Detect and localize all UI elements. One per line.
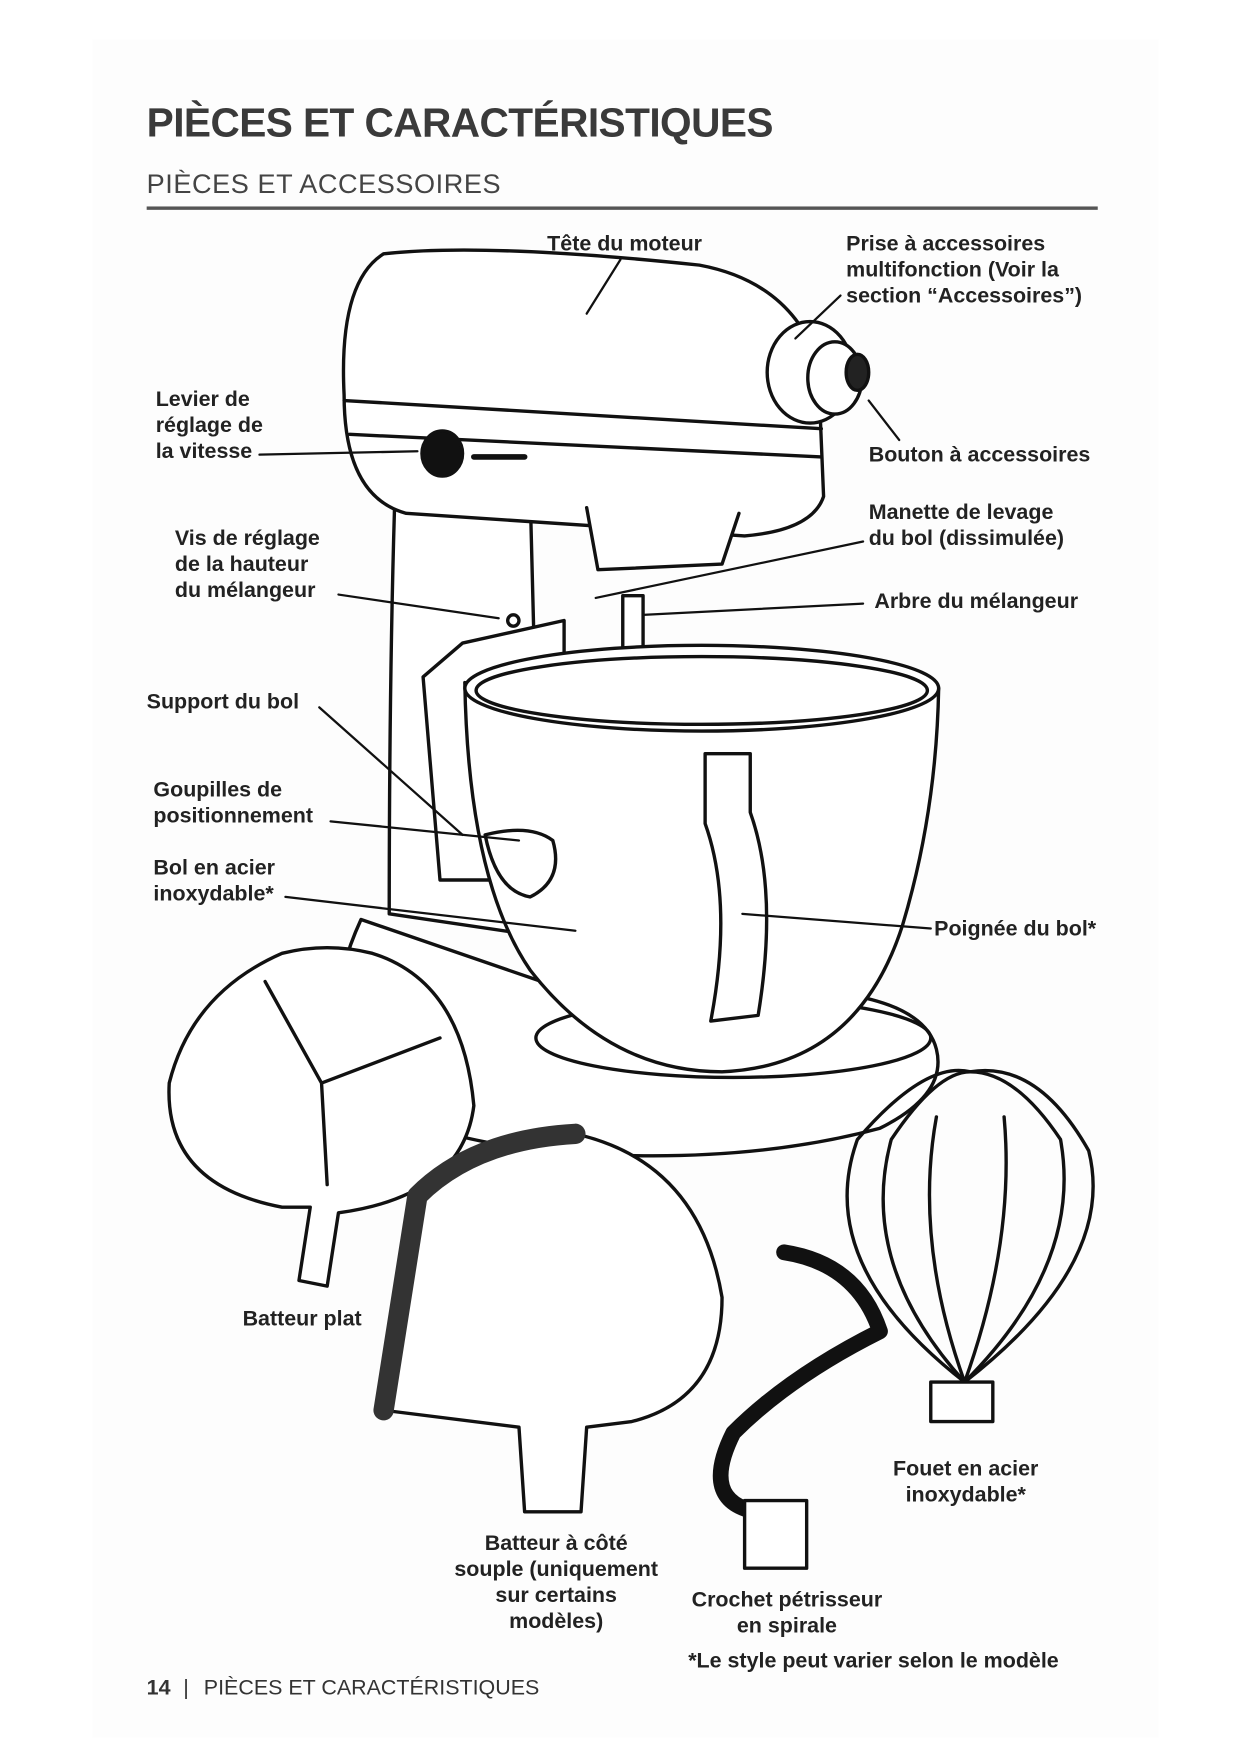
- style-note: *Le style peut varier selon le modèle: [688, 1649, 1059, 1674]
- label-attachment-knob: Bouton à accessoires: [868, 443, 1091, 468]
- page-footer: 14 | PIÈCES ET CARACTÉRISTIQUES: [147, 1677, 540, 1702]
- label-steel-bowl: Bol en acier inoxydable*: [153, 856, 275, 906]
- label-height-screw: Vis de réglage de la hauteur du mélangeu…: [174, 526, 320, 603]
- label-flat-beater: Batteur plat: [242, 1307, 362, 1332]
- label-dough-hook: Crochet pétrisseur en spirale: [691, 1588, 883, 1639]
- footer-section: PIÈCES ET CARACTÉRISTIQUES: [203, 1676, 540, 1701]
- footer-separator: |: [183, 1676, 189, 1701]
- label-whip: Fouet en acier inoxydable*: [893, 1457, 1039, 1508]
- page-number: 14: [146, 1676, 171, 1701]
- label-beater-shaft: Arbre du mélangeur: [874, 590, 1079, 614]
- label-locating-pins: Goupilles de positionnement: [153, 778, 314, 829]
- label-flex-edge-beater: Batteur à côté souple (uniquement sur ce…: [454, 1532, 659, 1634]
- label-attachment-hub: Prise à accessoires multifonction (Voir …: [846, 232, 1083, 308]
- label-bowl-support: Support du bol: [146, 690, 300, 715]
- page-title: PIÈCES ET CARACTÉRISTIQUES: [146, 99, 774, 146]
- label-bowl-handle: Poignée du bol*: [934, 917, 1097, 941]
- label-motor-head: Tête du moteur: [547, 232, 703, 257]
- section-subtitle: PIÈCES ET ACCESSOIRES: [146, 169, 502, 200]
- label-bowl-lift: Manette de levage du bol (dissimulée): [868, 500, 1065, 551]
- label-speed-lever: Levier de réglage de la vitesse: [155, 388, 263, 464]
- divider: [146, 206, 1098, 210]
